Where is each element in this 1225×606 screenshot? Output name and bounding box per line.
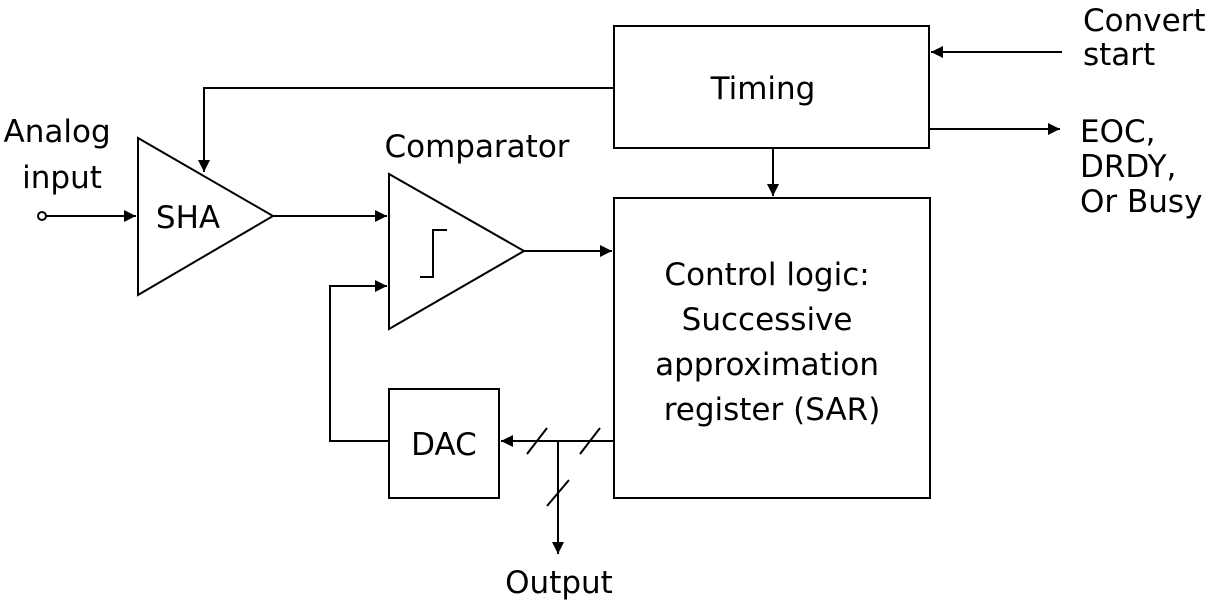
convert-start-label-line-1: Convert bbox=[1083, 3, 1206, 39]
comparator-label: Comparator bbox=[384, 129, 569, 165]
sar-label-line-4: register (SAR) bbox=[664, 392, 881, 428]
sar-label: Control logic: Successive approximation … bbox=[655, 257, 889, 428]
hysteresis-icon bbox=[420, 229, 447, 278]
analog-input-label-line-1: Analog bbox=[4, 114, 111, 150]
status-outputs-label-line-3: Or Busy bbox=[1080, 184, 1202, 220]
status-outputs-label-line-1: EOC, bbox=[1080, 114, 1156, 150]
sar-label-line-1: Control logic: bbox=[664, 257, 869, 293]
dac-block: DAC bbox=[388, 388, 500, 499]
analog-input-label-line-2: input bbox=[22, 160, 102, 196]
bus-slash-3 bbox=[546, 479, 570, 507]
dac-feedback-wire bbox=[329, 280, 389, 442]
timing-to-sha-wire bbox=[198, 87, 614, 172]
analog-input-label: Analog input bbox=[4, 114, 121, 196]
status-outputs-label-line-2: DRDY, bbox=[1080, 149, 1176, 185]
output-label: Output bbox=[505, 565, 613, 601]
sha-amplifier: SHA bbox=[137, 136, 275, 297]
timing-label: Timing bbox=[710, 71, 816, 107]
convert-start-label: Convert start bbox=[1083, 3, 1215, 73]
status-outputs-label: EOC, DRDY, Or Busy bbox=[1080, 114, 1202, 220]
bus-slash-1 bbox=[526, 427, 548, 455]
signal-wires bbox=[37, 46, 1062, 554]
sha-label: SHA bbox=[156, 200, 220, 236]
bus-slash-2 bbox=[579, 427, 601, 455]
comparator bbox=[388, 172, 527, 331]
analog-input-terminal bbox=[37, 211, 47, 221]
timing-block: Timing bbox=[613, 25, 930, 149]
convert-start-label-line-2: start bbox=[1083, 37, 1155, 73]
dac-label: DAC bbox=[411, 427, 477, 463]
sar-label-line-2: Successive bbox=[682, 302, 853, 338]
sar-block: Control logic: Successive approximation … bbox=[613, 197, 931, 499]
sar-label-line-3: approximation bbox=[655, 347, 879, 383]
